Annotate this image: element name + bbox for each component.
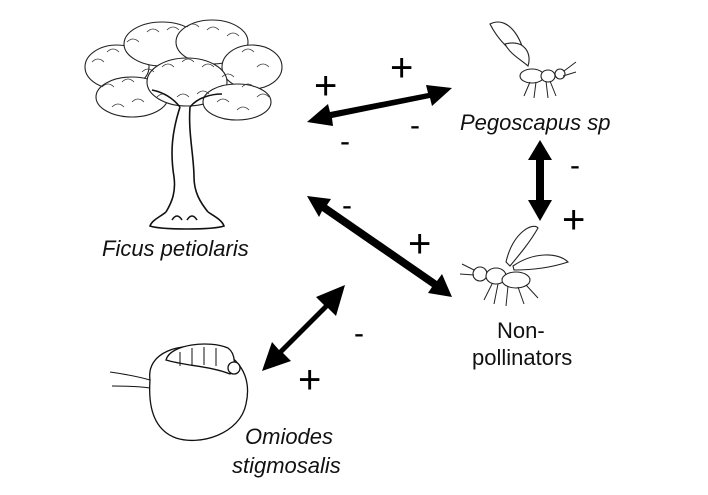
sign-ficus-omiodes-plus: + xyxy=(298,358,322,402)
sign-ficus-pegoscapus-minus-right: - xyxy=(410,109,420,142)
sign-ficus-omiodes-minus: - xyxy=(354,317,364,350)
sign-pegoscapus-nonpollinators-minus: - xyxy=(570,149,580,182)
non-pollinator-wasp-icon xyxy=(459,225,570,307)
non-pollinators-label-line2: pollinators xyxy=(472,345,573,370)
arrow-ficus-omiodes xyxy=(262,285,345,371)
sign-ficus-nonpollinators-plus: + xyxy=(408,222,432,266)
omiodes-label-line2: stigmosalis xyxy=(232,453,341,478)
arrow-ficus-nonpollinators xyxy=(307,196,452,297)
arrow-ficus-pegoscapus xyxy=(307,85,452,126)
caterpillar-on-fig-icon xyxy=(110,343,249,442)
pollinator-wasp-icon xyxy=(489,21,577,99)
sign-pegoscapus-nonpollinators-plus: + xyxy=(562,198,586,242)
non-pollinators-label-line1: Non- xyxy=(497,318,545,343)
sign-ficus-nonpollinators-minus: - xyxy=(342,189,352,222)
arrow-pegoscapus-nonpollinators xyxy=(528,140,552,221)
sign-ficus-pegoscapus-plus-left: + xyxy=(314,64,338,108)
sign-ficus-pegoscapus-plus-right: + xyxy=(390,46,414,90)
pegoscapus-label: Pegoscapus sp xyxy=(460,110,611,135)
omiodes-label-line1: Omiodes xyxy=(245,424,334,449)
sign-ficus-pegoscapus-minus-left: - xyxy=(340,125,350,158)
fig-tree-icon xyxy=(84,19,283,230)
ficus-petiolaris-label: Ficus petiolaris xyxy=(102,236,249,261)
